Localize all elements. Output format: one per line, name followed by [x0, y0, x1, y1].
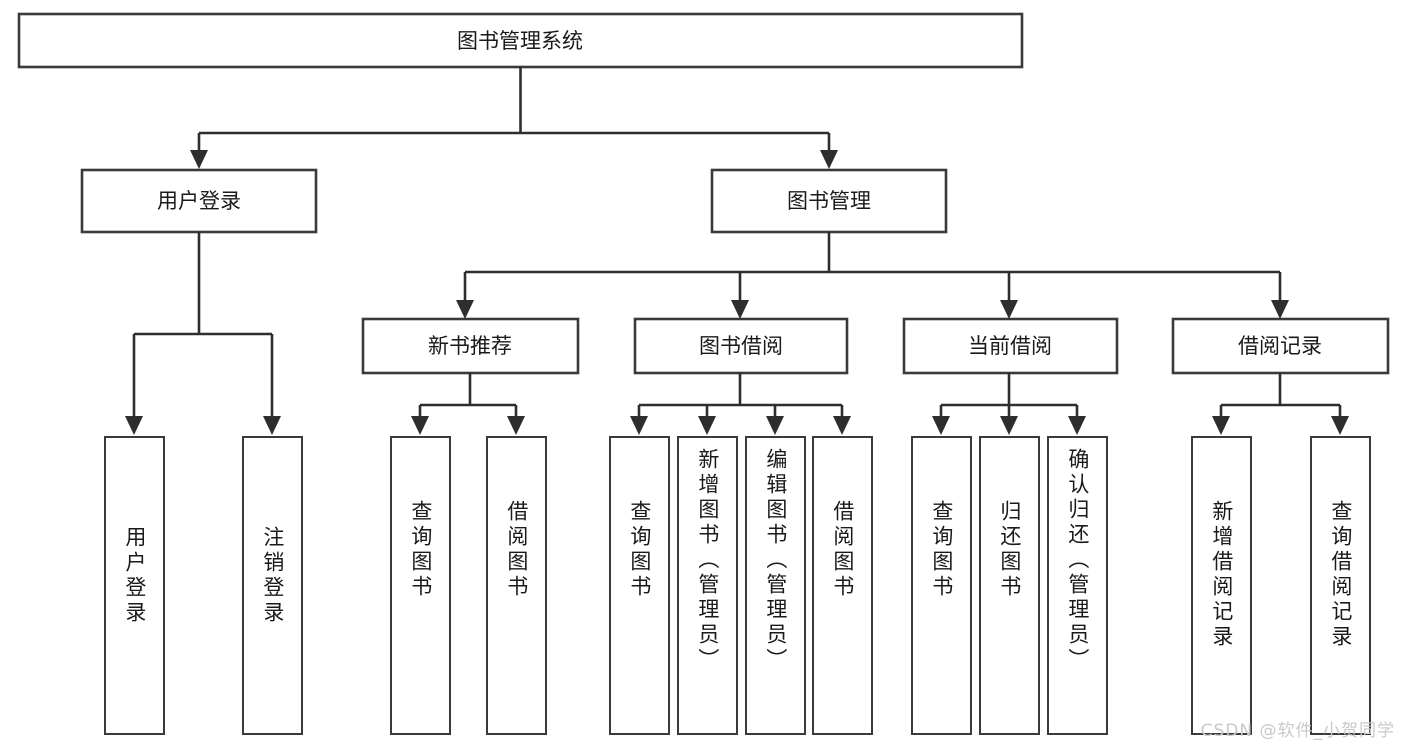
- arrow-user-login-leaf-1: [263, 416, 281, 435]
- arrow-to-current-borrow: [1000, 300, 1018, 319]
- leaf-borrow-record-0[interactable]: 新增借阅记录: [1191, 436, 1252, 735]
- arrow-book-borrow-leaf-1: [698, 416, 716, 435]
- leaf-book-borrow-1[interactable]: 新增图书（管理员）: [677, 436, 738, 735]
- leaf-label: 归还图书: [997, 500, 1022, 600]
- arrow-current-borrow-leaf-0: [932, 416, 950, 435]
- arrow-to-book-manage: [820, 150, 838, 169]
- leaf-label: 借阅图书: [830, 500, 855, 600]
- leaf-user-login-0[interactable]: 用户登录: [104, 436, 165, 735]
- node-current-borrow-box[interactable]: [902, 317, 1119, 375]
- arrow-to-new-book-recommend: [456, 300, 474, 319]
- arrow-book-borrow-leaf-0: [630, 416, 648, 435]
- leaf-label: 编辑图书（管理员）: [763, 448, 788, 673]
- leaf-label: 用户登录: [122, 526, 147, 626]
- leaf-borrow-record-1[interactable]: 查询借阅记录: [1310, 436, 1371, 735]
- leaf-label: 注销登录: [260, 526, 285, 626]
- node-root-box[interactable]: [17, 12, 1024, 69]
- node-borrow-record-label: 借阅记录: [1238, 334, 1322, 358]
- leaf-user-login-1[interactable]: 注销登录: [242, 436, 303, 735]
- arrow-to-borrow-record: [1271, 300, 1289, 319]
- arrow-to-user-login: [190, 150, 208, 169]
- leaf-current-borrow-2[interactable]: 确认归还（管理员）: [1047, 436, 1108, 735]
- node-book-manage-label: 图书管理: [787, 189, 871, 213]
- node-root-label: 图书管理系统: [457, 29, 583, 53]
- leaf-label: 确认归还（管理员）: [1065, 448, 1090, 673]
- arrow-current-borrow-leaf-2: [1068, 416, 1086, 435]
- leaf-label: 查询借阅记录: [1328, 500, 1353, 650]
- node-new-book-recommend-box[interactable]: [361, 317, 580, 375]
- arrow-book-borrow-leaf-2: [766, 416, 784, 435]
- node-book-borrow-label: 图书借阅: [699, 334, 783, 358]
- arrow-new-book-leaf-1: [507, 416, 525, 435]
- arrow-book-borrow-leaf-3: [833, 416, 851, 435]
- leaf-current-borrow-0[interactable]: 查询图书: [911, 436, 972, 735]
- leaf-label: 新增借阅记录: [1209, 500, 1234, 650]
- arrow-new-book-leaf-0: [411, 416, 429, 435]
- leaf-label: 新增图书（管理员）: [695, 448, 720, 673]
- leaf-current-borrow-1[interactable]: 归还图书: [979, 436, 1040, 735]
- leaf-book-borrow-3[interactable]: 借阅图书: [812, 436, 873, 735]
- arrow-to-book-borrow: [731, 300, 749, 319]
- leaf-new-book-recommend-1[interactable]: 借阅图书: [486, 436, 547, 735]
- node-user-login-box[interactable]: [80, 168, 318, 234]
- leaf-book-borrow-2[interactable]: 编辑图书（管理员）: [745, 436, 806, 735]
- leaf-label: 查询图书: [408, 500, 433, 600]
- leaf-book-borrow-0[interactable]: 查询图书: [609, 436, 670, 735]
- node-current-borrow-label: 当前借阅: [968, 334, 1052, 358]
- arrow-borrow-record-leaf-1: [1331, 416, 1349, 435]
- arrow-current-borrow-leaf-1: [1000, 416, 1018, 435]
- node-user-login-label: 用户登录: [157, 189, 241, 213]
- leaf-label: 借阅图书: [504, 500, 529, 600]
- arrow-borrow-record-leaf-0: [1212, 416, 1230, 435]
- leaf-label: 查询图书: [627, 500, 652, 600]
- node-new-book-recommend-label: 新书推荐: [428, 334, 512, 358]
- arrow-user-login-leaf-0: [125, 416, 143, 435]
- leaf-new-book-recommend-0[interactable]: 查询图书: [390, 436, 451, 735]
- leaf-label: 查询图书: [929, 500, 954, 600]
